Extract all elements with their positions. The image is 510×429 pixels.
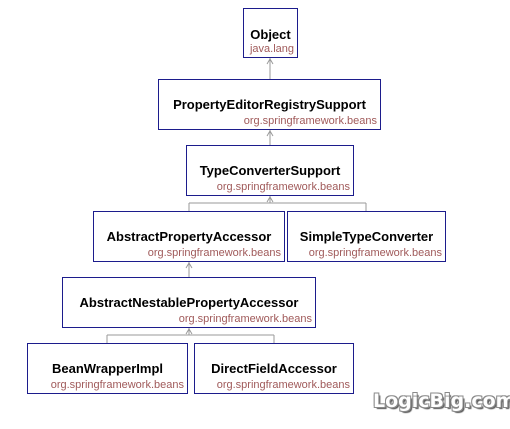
node-object: Object java.lang [243, 8, 298, 58]
node-object-package: java.lang [249, 43, 294, 55]
node-simple-type-converter-name: SimpleTypeConverter [299, 229, 434, 244]
node-direct-field-accessor-name: DirectFieldAccessor [211, 361, 337, 376]
node-bean-wrapper-impl: BeanWrapperImpl org.springframework.bean… [27, 343, 188, 394]
node-object-name: Object [250, 27, 291, 42]
node-property-editor-registry-support-name: PropertyEditorRegistrySupport [173, 97, 366, 112]
node-abstract-nestable-property-accessor: AbstractNestablePropertyAccessor org.spr… [62, 277, 316, 328]
node-direct-field-accessor-package: org.springframework.beans [216, 379, 350, 391]
node-property-editor-registry-support-package: org.springframework.beans [243, 115, 377, 127]
node-type-converter-support: TypeConverterSupport org.springframework… [186, 145, 354, 196]
node-property-editor-registry-support: PropertyEditorRegistrySupport org.spring… [158, 79, 381, 130]
node-bean-wrapper-impl-name: BeanWrapperImpl [51, 361, 163, 376]
node-abstract-property-accessor: AbstractPropertyAccessor org.springframe… [93, 211, 285, 262]
node-simple-type-converter: SimpleTypeConverter org.springframework.… [287, 211, 446, 262]
node-abstract-nestable-property-accessor-name: AbstractNestablePropertyAccessor [79, 295, 299, 310]
node-abstract-nestable-property-accessor-package: org.springframework.beans [178, 313, 312, 325]
node-type-converter-support-name: TypeConverterSupport [199, 163, 341, 178]
node-simple-type-converter-package: org.springframework.beans [308, 247, 442, 259]
edge-arrow-abstractproperty [185, 262, 193, 269]
node-bean-wrapper-impl-package: org.springframework.beans [50, 379, 184, 391]
node-type-converter-support-package: org.springframework.beans [216, 181, 350, 193]
edge-arrow-typeconverter [266, 196, 274, 203]
node-abstract-property-accessor-package: org.springframework.beans [147, 247, 281, 259]
edge-arrow-registry [266, 130, 274, 137]
edge-arrow-object [266, 58, 274, 65]
node-abstract-property-accessor-name: AbstractPropertyAccessor [106, 229, 272, 244]
node-direct-field-accessor: DirectFieldAccessor org.springframework.… [194, 343, 354, 394]
logicbig-logo-text: LogicBig.com [373, 390, 510, 412]
logicbig-logo: LogicBig.com [373, 388, 510, 418]
edge-arrow-nestable [185, 328, 193, 335]
